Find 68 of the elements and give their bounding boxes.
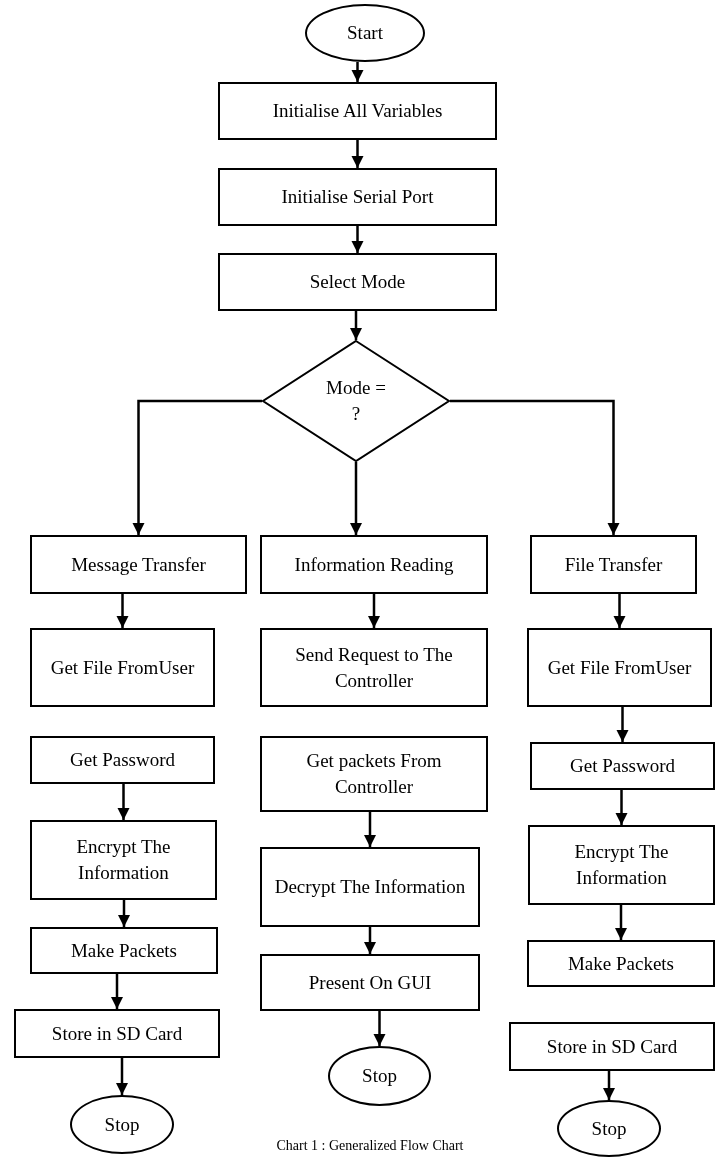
node-label: Make Packets — [70, 938, 178, 963]
arrow — [351, 62, 364, 82]
node-label: Send Request to The Controller — [294, 642, 454, 693]
arrow — [132, 399, 262, 535]
arrow — [349, 311, 363, 340]
node-label: Encrypt The Information — [573, 840, 670, 890]
arrow — [616, 707, 629, 742]
node-label: Get File FromUser — [547, 655, 692, 680]
process-box — [260, 847, 480, 927]
node-label: File Transfer — [564, 552, 663, 577]
process-box — [30, 820, 217, 900]
process-box — [260, 736, 488, 812]
node-label: Get Password — [570, 754, 675, 779]
process-box — [530, 742, 715, 790]
process-box — [218, 253, 497, 311]
arrow — [351, 226, 364, 253]
arrow — [613, 594, 626, 628]
process-box — [530, 535, 697, 594]
process-box — [30, 736, 215, 784]
arrow — [117, 784, 130, 820]
process-box — [260, 628, 488, 707]
process-box — [218, 82, 497, 140]
arrow — [614, 905, 628, 940]
process-box — [527, 940, 715, 987]
node-label: Information Reading — [294, 552, 454, 577]
node-label: Decrypt The Information — [274, 875, 466, 900]
arrow — [349, 462, 363, 535]
node-label: Message Transfer — [71, 552, 206, 577]
node-label: Mode = ? — [325, 376, 387, 426]
arrow — [373, 1011, 386, 1046]
process-box — [14, 1009, 220, 1058]
node-label: Get File FromUser — [50, 655, 195, 680]
process-box — [260, 535, 488, 594]
process-box — [509, 1022, 715, 1071]
arrow — [367, 594, 381, 628]
decision-diamond — [262, 340, 450, 462]
arrow — [615, 790, 628, 825]
process-box — [218, 168, 497, 226]
node-label: Initialise All Variables — [272, 99, 443, 124]
node-label: Store in SD Card — [546, 1034, 678, 1059]
node-label: Select Mode — [309, 270, 406, 295]
node-label: Initialise Serial Port — [281, 185, 434, 210]
node-label: Get packets From Controller — [305, 749, 443, 799]
arrow — [116, 594, 129, 628]
node-label: Stop — [104, 1112, 140, 1137]
arrow — [602, 1071, 616, 1100]
node-label: Stop — [362, 1064, 397, 1089]
process-box — [30, 927, 218, 974]
process-box — [527, 628, 712, 707]
arrow — [115, 1058, 129, 1095]
arrow — [450, 399, 620, 535]
node-label: Present On GUI — [308, 970, 432, 995]
process-box — [528, 825, 715, 905]
process-box — [30, 628, 215, 707]
arrow — [363, 812, 377, 847]
node-label: Encrypt The Information — [75, 835, 172, 885]
process-box — [30, 535, 247, 594]
arrow — [363, 927, 377, 954]
arrow — [117, 900, 131, 927]
caption: Chart 1 : Generalized Flow Chart — [275, 1138, 465, 1154]
node-label: Get Password — [70, 748, 175, 773]
node-label: Make Packets — [567, 951, 675, 976]
arrow — [110, 974, 124, 1009]
process-box — [260, 954, 480, 1011]
node-label: Start — [347, 21, 383, 46]
node-label: Stop — [591, 1116, 627, 1141]
arrow — [351, 140, 364, 168]
node-label: Store in SD Card — [51, 1021, 183, 1046]
